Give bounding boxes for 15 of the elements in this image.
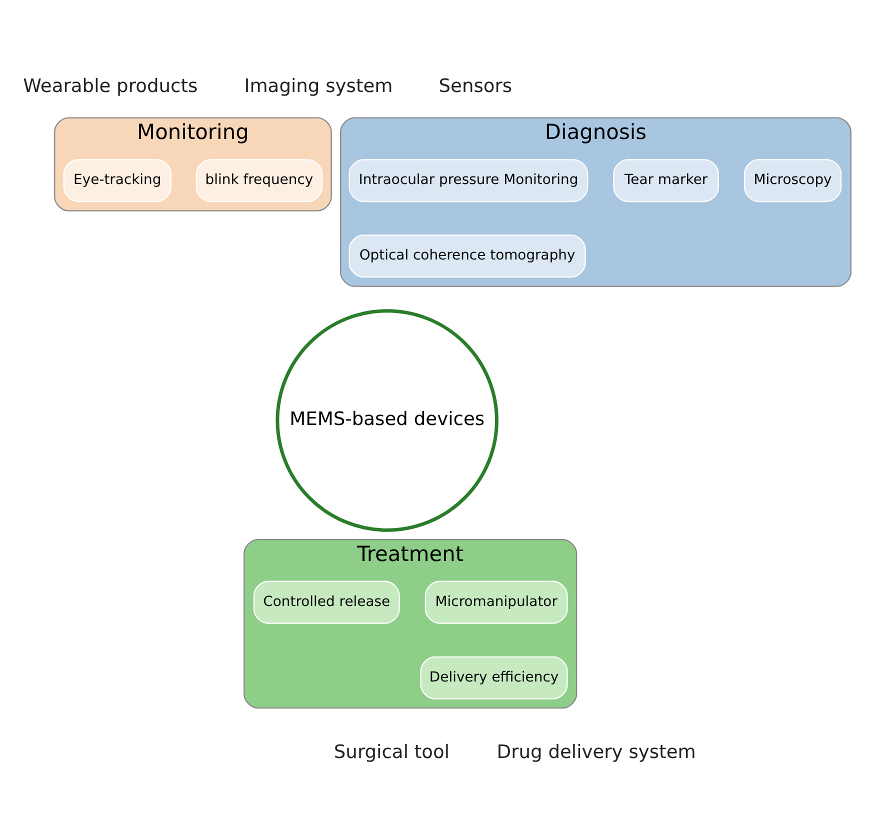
label: Wearable products: [23, 75, 198, 96]
node-box: Microscopy: [744, 158, 842, 202]
node-box: Eye-tracking: [63, 158, 172, 202]
node-circle: MEMS-based devices: [276, 308, 498, 532]
node-box: Tear marker: [613, 158, 719, 202]
node-box: Intraocular pressure Monitoring: [348, 158, 588, 202]
node-box: blink frequency: [196, 158, 323, 202]
label: Drug delivery system: [496, 741, 696, 762]
node-box: Optical coherence tomography: [348, 234, 586, 278]
label: Surgical tool: [334, 741, 450, 762]
node-box: Micromanipulator: [424, 580, 568, 624]
node-box: Delivery efficiency: [420, 656, 568, 699]
label: Imaging system: [244, 75, 393, 96]
node-box: Controlled release: [253, 580, 400, 624]
label: Sensors: [438, 75, 512, 96]
